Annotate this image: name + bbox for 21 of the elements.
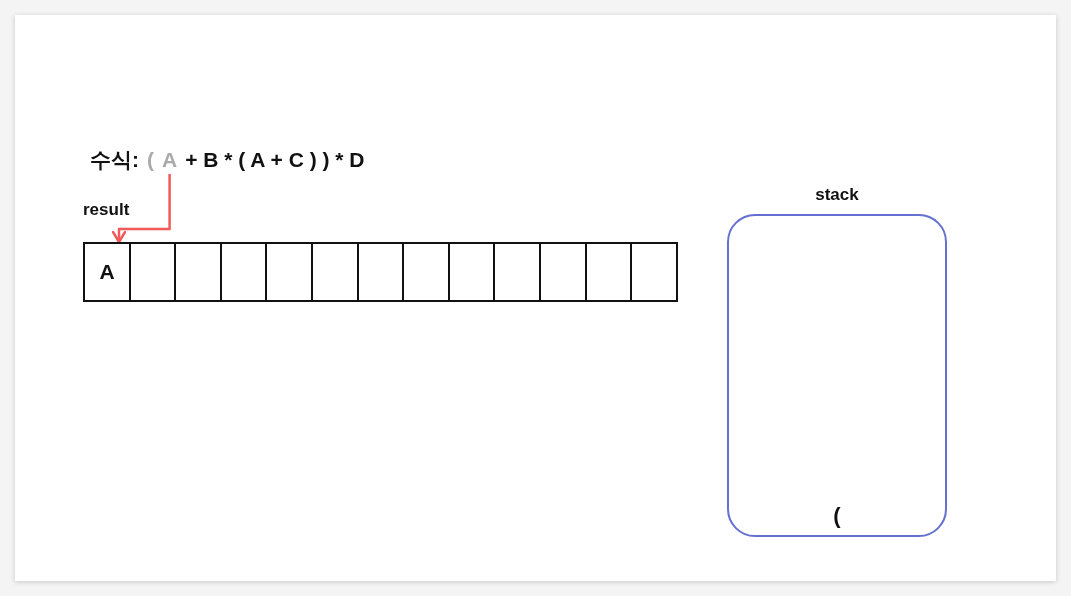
arrow (111, 174, 171, 244)
array-cell (493, 242, 541, 302)
formula-label: 수식: (90, 147, 139, 173)
array-cell (311, 242, 359, 302)
array-cell (448, 242, 495, 302)
array-cell (402, 242, 450, 302)
array-cell (129, 242, 176, 302)
array-cell: A (83, 242, 131, 302)
processed-token: ( (147, 148, 154, 172)
array-cell (585, 242, 632, 302)
array-cell (539, 242, 587, 302)
array-cell (220, 242, 267, 302)
array-heading: result (83, 200, 130, 220)
array-cell (630, 242, 678, 302)
formula-text: + B * ( A + C ) ) * D (185, 148, 365, 172)
array-cell (265, 242, 313, 302)
processed-token: A (162, 148, 178, 172)
array-cell (174, 242, 222, 302)
array-cell (357, 242, 404, 302)
stack-item: ( (832, 503, 842, 529)
stack-heading: stack (814, 185, 860, 205)
